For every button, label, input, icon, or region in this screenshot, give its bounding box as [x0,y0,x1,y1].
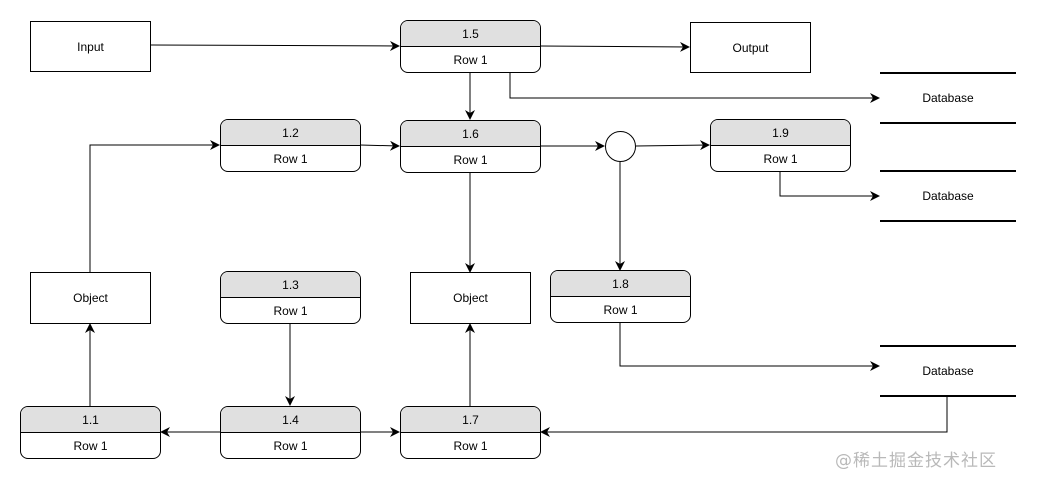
edge-input-to-1-5 [149,40,400,51]
edge-1-5-to-db1 [509,72,880,103]
object-node-left[interactable]: Object [30,272,151,324]
edge-db3-to-1-7 [540,396,948,437]
process-title: 1.4 [221,407,360,433]
process-title: 1.6 [401,121,540,147]
output-node[interactable]: Output [690,22,811,73]
process-title: 1.7 [401,407,540,433]
process-title: 1.3 [221,272,360,298]
process-1-5[interactable]: 1.5 Row 1 [400,20,541,73]
edge-1-8-to-db3 [619,322,880,371]
junction-circle[interactable] [605,131,636,162]
process-row: Row 1 [273,304,308,318]
process-row: Row 1 [453,53,488,67]
process-1-1[interactable]: 1.1 Row 1 [20,406,161,459]
input-node[interactable]: Input [30,21,151,72]
process-title: 1.5 [401,21,540,47]
process-1-3[interactable]: 1.3 Row 1 [220,271,361,324]
process-1-2[interactable]: 1.2 Row 1 [220,119,361,172]
process-row: Row 1 [273,439,308,453]
edge-1-9-to-db2 [779,170,880,201]
process-row: Row 1 [603,303,638,317]
process-title: 1.9 [711,120,850,146]
process-1-4[interactable]: 1.4 Row 1 [220,406,361,459]
process-1-7[interactable]: 1.7 Row 1 [400,406,541,459]
edge-1-2-to-1-6 [359,140,400,151]
process-row: Row 1 [453,153,488,167]
process-title: 1.8 [551,271,690,297]
edge-object-left-to-1-2 [89,140,220,272]
process-row: Row 1 [453,439,488,453]
database-node-1[interactable]: Database [880,72,1016,124]
object-node-mid[interactable]: Object [410,272,531,324]
database-node-2[interactable]: Database [880,170,1016,222]
process-title: 1.1 [21,407,160,433]
process-1-9[interactable]: 1.9 Row 1 [710,119,851,172]
database-node-3[interactable]: Database [880,345,1016,397]
process-row: Row 1 [273,152,308,166]
edge-junction-to-1-9 [635,140,710,151]
process-row: Row 1 [763,152,798,166]
edge-1-5-to-output [539,41,690,52]
process-1-6[interactable]: 1.6 Row 1 [400,120,541,173]
process-1-8[interactable]: 1.8 Row 1 [550,270,691,323]
watermark-text: @稀土掘金技术社区 [835,451,997,471]
process-row: Row 1 [73,439,108,453]
process-title: 1.2 [221,120,360,146]
